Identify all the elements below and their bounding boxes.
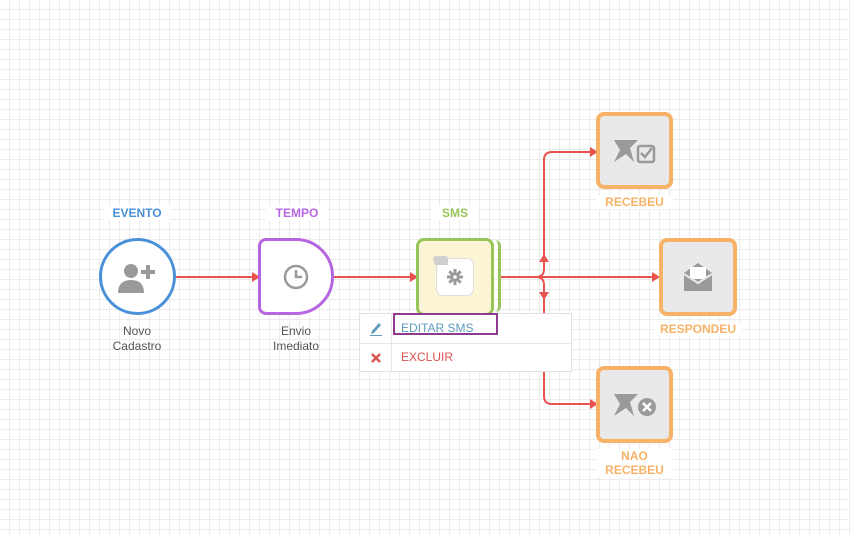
respondeu-label: RESPONDEU <box>654 322 742 336</box>
arrow-head <box>590 399 598 409</box>
add-user-icon <box>117 263 155 293</box>
sms-not-received-icon <box>613 393 656 416</box>
x-icon <box>360 343 392 372</box>
clock-icon <box>283 264 309 289</box>
arrow-head <box>539 254 549 262</box>
arrow-head <box>252 272 260 282</box>
arrow-head <box>410 272 418 282</box>
sms-bubble-icon <box>433 256 448 265</box>
gear-icon <box>447 269 463 285</box>
recebeu-node[interactable] <box>596 112 673 189</box>
evento-node[interactable] <box>99 238 176 315</box>
edit-sms-menu-item[interactable]: EDITAR SMS <box>360 313 571 344</box>
edit-sms-label: EDITAR SMS <box>401 321 474 335</box>
nao-recebeu-label-line1: NAO <box>621 449 648 463</box>
sms-context-menu: EDITAR SMS EXCLUIR <box>359 313 572 372</box>
sms-received-icon <box>613 139 655 163</box>
tempo-type-label: TEMPO <box>266 206 328 220</box>
edit-sms-highlight <box>393 313 498 335</box>
nao-recebeu-label: NAO RECEBEU <box>596 449 673 477</box>
tempo-caption-line2: Imediato <box>272 339 320 353</box>
evento-caption: Novo Cadastro <box>97 324 177 354</box>
sms-type-label: SMS <box>432 206 478 220</box>
sms-node[interactable] <box>416 238 494 316</box>
evento-caption-line1: Novo <box>122 324 151 338</box>
arrow-head <box>652 272 660 282</box>
tempo-caption-line1: Envio <box>280 324 312 338</box>
pencil-icon <box>360 314 392 343</box>
respondeu-node[interactable] <box>659 238 737 316</box>
delete-label: EXCLUIR <box>401 350 454 364</box>
tempo-node[interactable] <box>258 238 334 315</box>
evento-type-label: EVENTO <box>104 206 170 220</box>
sms-replied-icon <box>683 263 713 291</box>
nao-recebeu-label-line2: RECEBEU <box>605 463 664 477</box>
tempo-caption: Envio Imediato <box>256 324 336 354</box>
delete-menu-item[interactable]: EXCLUIR <box>360 343 571 372</box>
arrow-head <box>539 292 549 300</box>
arrow-head <box>590 147 598 157</box>
recebeu-label: RECEBEU <box>596 195 673 209</box>
sms-stack-edge <box>494 240 501 312</box>
nao-recebeu-node[interactable] <box>596 366 673 443</box>
evento-caption-line2: Cadastro <box>112 339 162 353</box>
